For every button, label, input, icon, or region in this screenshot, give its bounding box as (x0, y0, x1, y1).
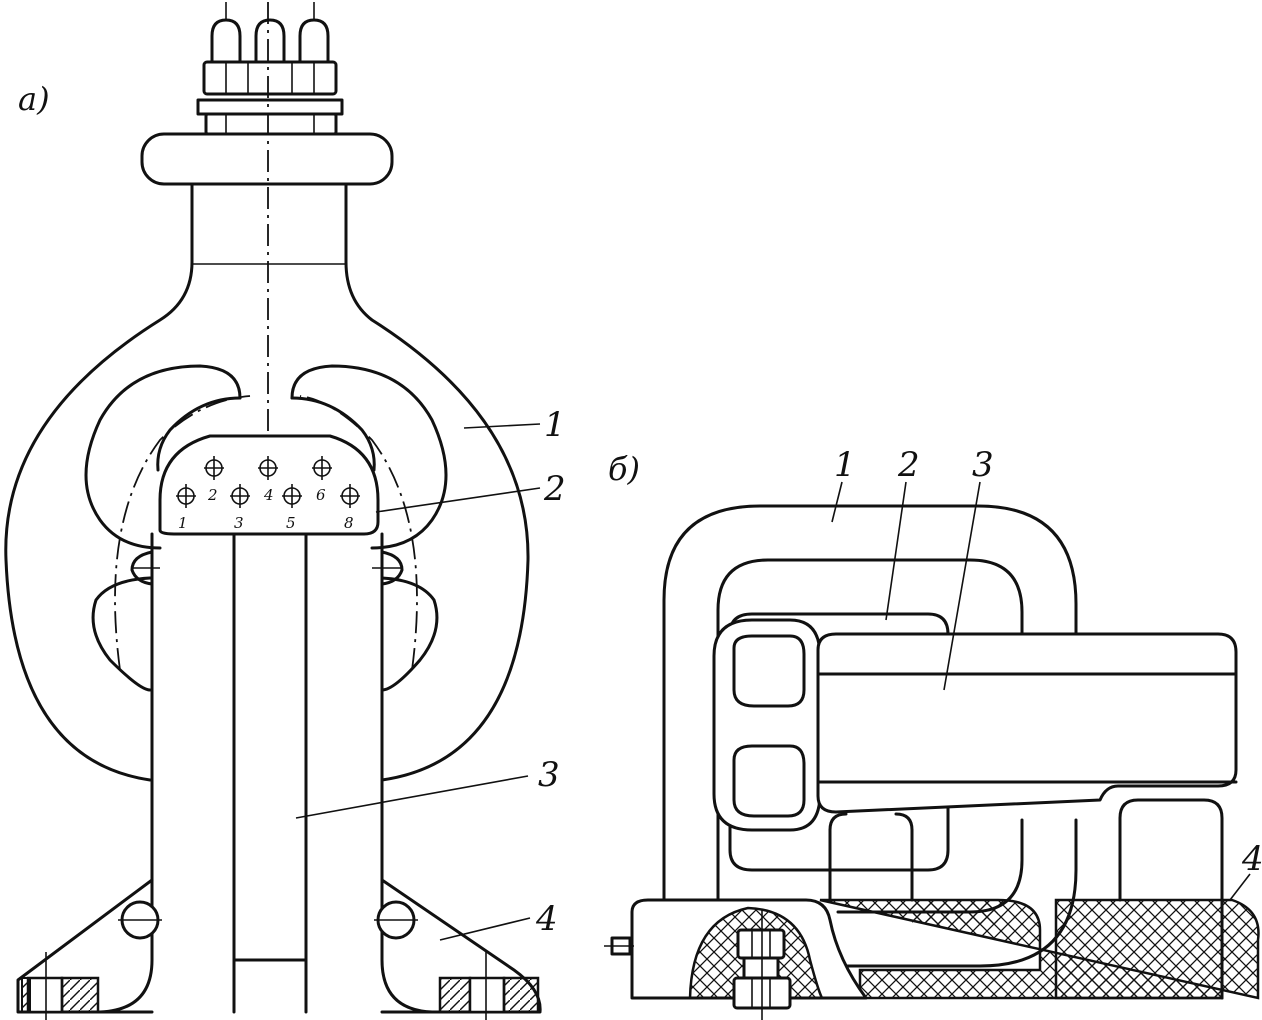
figure-a-tag: а) (18, 80, 50, 118)
label-b-1: 1 (834, 445, 856, 485)
label-a-3: 3 (538, 755, 560, 795)
figure-b-tag: б) (608, 450, 640, 488)
terminal-5: 5 (286, 514, 296, 532)
window-right-lower (380, 576, 439, 692)
core-outer (662, 504, 1078, 902)
label-a-2: 2 (543, 469, 566, 509)
support-post (1118, 798, 1224, 1000)
terminal-8: 8 (344, 514, 354, 532)
housing-bulb (4, 182, 530, 782)
label-a-1: 1 (544, 405, 566, 445)
figure-a: а) (4, 2, 566, 1020)
label-b-3: 3 (972, 445, 994, 485)
terminal-6: 6 (316, 486, 326, 504)
window-left-upper (84, 364, 242, 550)
column (98, 532, 434, 1014)
core-inner (716, 558, 1024, 902)
top-terminals (196, 2, 344, 136)
label-b-4: 4 (1241, 839, 1262, 879)
label-a-4: 4 (535, 899, 558, 939)
label-b-2: 2 (897, 445, 920, 485)
window-left-lower (91, 576, 152, 692)
terminal-4: 4 (263, 486, 274, 504)
terminal-2: 2 (207, 486, 218, 504)
coil-body (816, 632, 1238, 814)
terminal-1: 1 (178, 514, 188, 532)
top-cap (140, 132, 394, 186)
terminal-3: 3 (234, 514, 244, 532)
terminal-markers: 1 2 3 4 5 6 8 (176, 456, 360, 532)
figure-b: б) (604, 445, 1262, 1020)
window-right-upper (290, 364, 448, 550)
